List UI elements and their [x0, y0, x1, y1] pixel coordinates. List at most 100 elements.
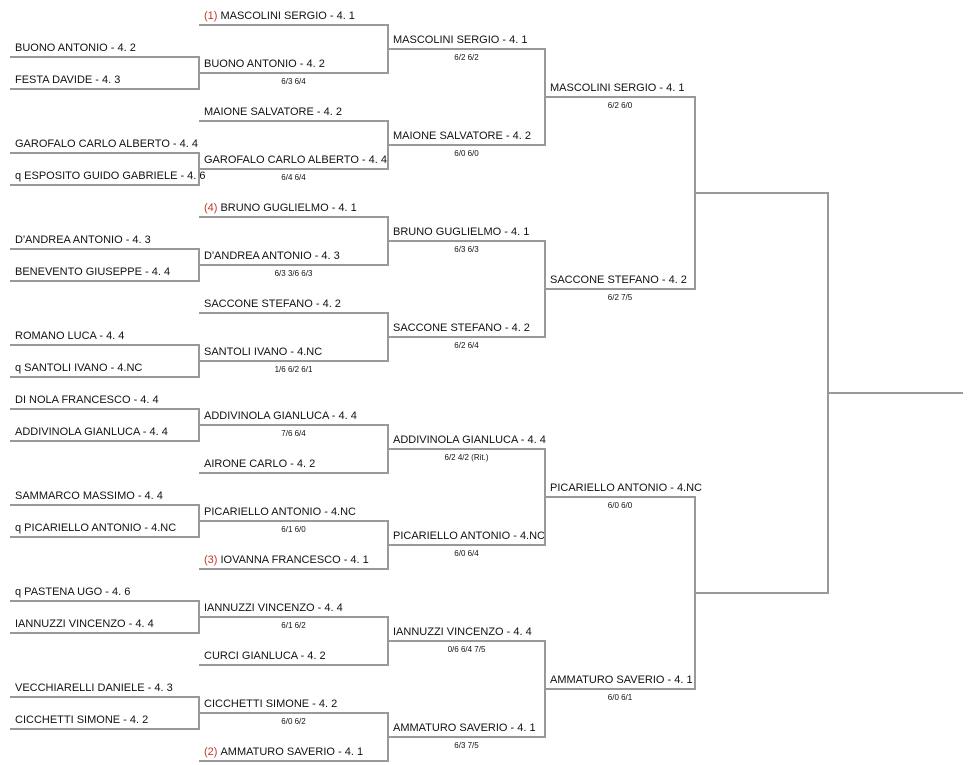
bracket-line [10, 344, 200, 346]
bracket-line [199, 264, 389, 266]
player-name: IOVANNA FRANCESCO - 4. 1 [220, 554, 369, 566]
player-entry: q PASTENA UGO - 4. 6 [15, 586, 130, 598]
bracket-line [10, 536, 200, 538]
bracket-line [10, 56, 200, 58]
player-name: CURCI GIANLUCA - 4. 2 [204, 650, 326, 662]
match-score: 7/6 6/4 [281, 429, 306, 438]
player-entry: (2)AMMATURO SAVERIO - 4. 1 [204, 746, 363, 758]
player-name: D'ANDREA ANTONIO - 4. 3 [15, 234, 151, 246]
player-name: CICCHETTI SIMONE - 4. 2 [15, 714, 149, 726]
player-entry: MAIONE SALVATORE - 4. 2 [204, 106, 342, 118]
bracket-line [199, 424, 389, 426]
player-name: IANNUZZI VINCENZO - 4. 4 [204, 602, 343, 614]
match-score: 6/2 4/2 (Rit.) [444, 453, 489, 462]
player-name: ADDIVINOLA GIANLUCA - 4. 4 [393, 434, 546, 446]
match-score: 6/1 6/2 [281, 621, 306, 630]
player-entry: ADDIVINOLA GIANLUCA - 4. 4 [15, 426, 168, 438]
bracket-line [199, 568, 389, 570]
player-entry: D'ANDREA ANTONIO - 4. 3 [15, 234, 151, 246]
player-name: MASCOLINI SERGIO - 4. 1 [393, 34, 528, 46]
bracket-line [199, 472, 389, 474]
bracket-line [388, 240, 546, 242]
player-entry: SANTOLI IVANO - 4.NC [204, 346, 322, 358]
player-entry: FESTA DAVIDE - 4. 3 [15, 74, 120, 86]
match-score: 6/2 6/4 [454, 341, 479, 350]
bracket-line [199, 120, 389, 122]
bracket-line [199, 216, 389, 218]
player-name: SANTOLI IVANO - 4.NC [204, 346, 323, 358]
bracket-line [199, 520, 389, 522]
player-name: PICARIELLO ANTONIO - 4.NC [393, 530, 546, 542]
match-score: 6/3 6/4 [281, 77, 306, 86]
bracket-line [10, 504, 200, 506]
player-name: BRUNO GUGLIELMO - 4. 1 [220, 202, 357, 214]
bracket-line [695, 192, 829, 194]
player-entry: IANNUZZI VINCENZO - 4. 4 [204, 602, 343, 614]
player-name: BUONO ANTONIO - 4. 2 [204, 58, 325, 70]
player-entry: MASCOLINI SERGIO - 4. 1 [393, 34, 527, 46]
match-score: 6/0 6/1 [607, 693, 633, 702]
player-name: DI NOLA FRANCESCO - 4. 4 [15, 394, 159, 406]
bracket-line [388, 336, 546, 338]
player-name: ADDIVINOLA GIANLUCA - 4. 4 [204, 410, 357, 422]
player-name: q ESPOSITO GUIDO GABRIELE - 4. 6 [15, 170, 206, 182]
player-name: PICARIELLO ANTONIO - 4.NC [550, 482, 703, 494]
player-entry: VECCHIARELLI DANIELE - 4. 3 [15, 682, 173, 694]
player-entry: ADDIVINOLA GIANLUCA - 4. 4 [393, 434, 546, 446]
player-name: AMMATURO SAVERIO - 4. 1 [393, 722, 536, 734]
player-entry: BENEVENTO GIUSEPPE - 4. 4 [15, 266, 170, 278]
player-name: BENEVENTO GIUSEPPE - 4. 4 [15, 266, 171, 278]
bracket-line [10, 376, 200, 378]
player-entry: CICCHETTI SIMONE - 4. 2 [204, 698, 337, 710]
player-entry: MAIONE SALVATORE - 4. 2 [393, 130, 531, 142]
player-entry: IANNUZZI VINCENZO - 4. 4 [15, 618, 154, 630]
match-score: 6/0 6/2 [281, 717, 306, 726]
player-name: BRUNO GUGLIELMO - 4. 1 [393, 226, 530, 238]
match-score: 6/2 6/2 [454, 53, 479, 62]
player-name: SAMMARCO MASSIMO - 4. 4 [15, 490, 163, 502]
bracket-line [10, 88, 200, 90]
match-score: 6/2 6/0 [607, 101, 633, 110]
player-name: AMMATURO SAVERIO - 4. 1 [220, 746, 364, 758]
match-score: 6/0 6/0 [454, 149, 479, 158]
bracket-line [388, 640, 546, 642]
bracket-line [199, 72, 389, 74]
bracket-line [695, 592, 829, 594]
player-name: MASCOLINI SERGIO - 4. 1 [220, 10, 355, 22]
player-entry: GAROFALO CARLO ALBERTO - 4. 4 [204, 154, 387, 166]
player-entry: BRUNO GUGLIELMO - 4. 1 [393, 226, 529, 238]
player-entry: SAMMARCO MASSIMO - 4. 4 [15, 490, 163, 502]
bracket-line [199, 760, 389, 762]
player-name: IANNUZZI VINCENZO - 4. 4 [15, 618, 154, 630]
bracket-line [388, 448, 546, 450]
match-score: 6/4 6/4 [281, 173, 306, 182]
player-entry: SACCONE STEFANO - 4. 2 [393, 322, 530, 334]
bracket-line [199, 664, 389, 666]
bracket-line [10, 280, 200, 282]
player-entry: AIRONE CARLO - 4. 2 [204, 458, 315, 470]
bracket-line [199, 168, 389, 170]
player-name: MAIONE SALVATORE - 4. 2 [204, 106, 342, 118]
bracket-line [10, 632, 200, 634]
bracket-line [199, 24, 389, 26]
player-entry: AMMATURO SAVERIO - 4. 1 [550, 674, 693, 686]
player-name: AIRONE CARLO - 4. 2 [204, 458, 316, 470]
match-score: 6/0 6/0 [607, 501, 633, 510]
player-name: GAROFALO CARLO ALBERTO - 4. 4 [15, 138, 198, 150]
player-entry: PICARIELLO ANTONIO - 4.NC [204, 506, 356, 518]
player-entry: BUONO ANTONIO - 4. 2 [204, 58, 325, 70]
bracket-line [199, 616, 389, 618]
bracket-line [199, 360, 389, 362]
player-entry: MASCOLINI SERGIO - 4. 1 [550, 82, 684, 94]
bracket-line [199, 712, 389, 714]
player-entry: ROMANO LUCA - 4. 4 [15, 330, 124, 342]
match-score: 6/3 7/5 [454, 741, 479, 750]
player-name: MAIONE SALVATORE - 4. 2 [393, 130, 531, 142]
bracket-line [545, 688, 696, 690]
bracket-line [388, 736, 546, 738]
player-entry: (3)IOVANNA FRANCESCO - 4. 1 [204, 554, 369, 566]
player-name: BUONO ANTONIO - 4. 2 [15, 42, 136, 54]
player-entry: ADDIVINOLA GIANLUCA - 4. 4 [204, 410, 357, 422]
bracket-line [545, 288, 696, 290]
player-name: SACCONE STEFANO - 4. 2 [393, 322, 530, 334]
